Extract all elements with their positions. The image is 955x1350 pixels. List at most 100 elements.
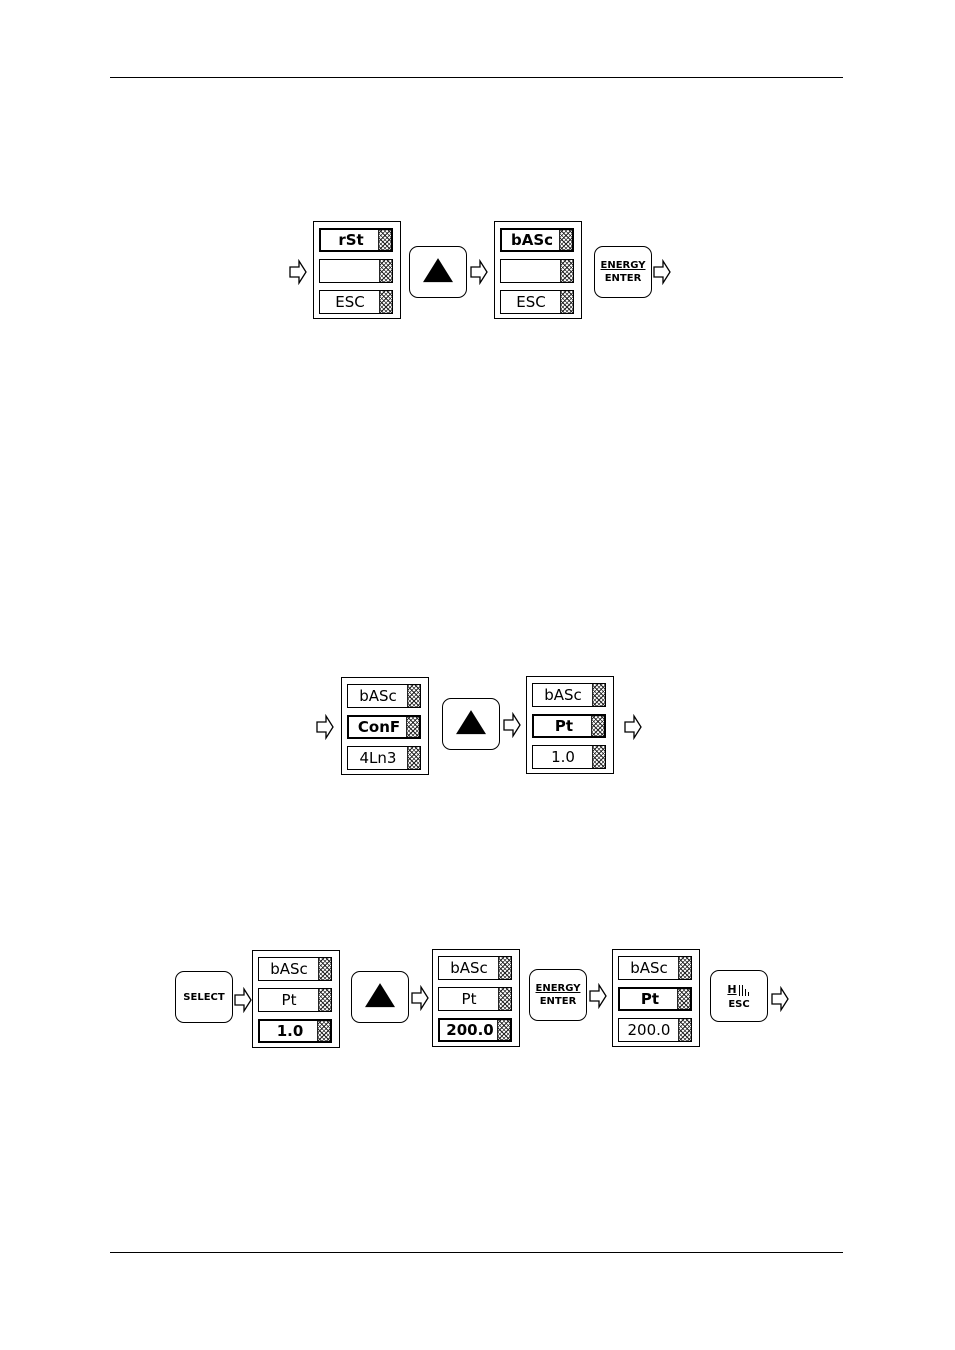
hatch-icon	[498, 957, 511, 979]
display-line-2: Pt	[438, 987, 512, 1011]
hatch-icon	[678, 957, 691, 979]
hatch-icon	[560, 291, 573, 313]
line-text: bASc	[619, 957, 679, 979]
line-text: rSt	[321, 230, 381, 250]
esc-glyph-letter: H	[727, 983, 736, 996]
line-text: ConF	[349, 717, 409, 737]
harmonics-icon: H	[711, 984, 767, 996]
display-line-2: Pt	[532, 714, 606, 738]
hatch-icon	[497, 1020, 510, 1040]
hatch-icon	[592, 684, 605, 706]
display-pt: bASc Pt 1.0	[526, 676, 614, 774]
line-text: 1.0	[260, 1021, 320, 1041]
button-label-bottom: ENTER	[595, 272, 651, 285]
line-text	[320, 260, 380, 282]
button-label-bottom: ENTER	[530, 995, 586, 1008]
arrow-icon	[503, 712, 521, 738]
footer-rule	[110, 1252, 843, 1253]
display-line-3: ESC	[319, 290, 393, 314]
display-basc: bASc ESC	[494, 221, 582, 319]
arrow-icon	[316, 714, 334, 740]
display-pt-2: bASc Pt 200.0	[432, 949, 520, 1047]
display-line-1: rSt	[319, 228, 393, 252]
display-line-2: Pt	[618, 987, 692, 1011]
line-text: bASc	[439, 957, 499, 979]
display-line-1: bASc	[258, 957, 332, 981]
esc-button[interactable]: H ESC	[710, 970, 768, 1022]
arrow-icon	[589, 983, 607, 1009]
line-text: bASc	[259, 958, 319, 980]
hatch-icon	[560, 260, 573, 282]
display-line-1: bASc	[347, 684, 421, 708]
hatch-icon	[317, 1021, 330, 1041]
arrow-icon	[411, 985, 429, 1011]
select-button[interactable]: SELECT	[175, 971, 233, 1023]
line-text: Pt	[534, 716, 594, 736]
line-text: 200.0	[440, 1020, 500, 1040]
line-text	[501, 260, 561, 282]
button-label: ESC	[711, 999, 767, 1010]
display-line-3: ESC	[500, 290, 574, 314]
arrow-icon	[653, 259, 671, 285]
display-line-3: 1.0	[258, 1019, 332, 1043]
sequence-config: bASc ConF 4Ln3 bASc Pt 1.0	[316, 676, 646, 786]
hatch-icon	[407, 747, 420, 769]
arrow-icon	[234, 987, 252, 1013]
up-triangle-icon	[423, 258, 453, 282]
line-text: 200.0	[619, 1019, 679, 1041]
line-text: bASc	[502, 230, 562, 250]
arrow-icon	[624, 714, 642, 740]
up-triangle-icon	[365, 983, 395, 1007]
hatch-icon	[559, 230, 572, 250]
display-line-1: bASc	[532, 683, 606, 707]
hatch-icon	[318, 989, 331, 1011]
line-text: 4Ln3	[348, 747, 408, 769]
hatch-icon	[318, 958, 331, 980]
display-conf: bASc ConF 4Ln3	[341, 677, 429, 775]
hatch-icon	[498, 988, 511, 1010]
line-text: 1.0	[533, 746, 593, 768]
display-line-1: bASc	[500, 228, 574, 252]
hatch-icon	[677, 989, 690, 1009]
header-rule	[110, 77, 843, 78]
arrow-icon	[470, 259, 488, 285]
display-line-2	[500, 259, 574, 283]
display-line-2: ConF	[347, 715, 421, 739]
hatch-icon	[379, 291, 392, 313]
line-text: Pt	[259, 989, 319, 1011]
hatch-icon	[591, 716, 604, 736]
arrow-icon	[289, 259, 307, 285]
button-label-top: ENERGY	[530, 982, 586, 995]
display-pt-1: bASc Pt 1.0	[252, 950, 340, 1048]
line-text: Pt	[620, 989, 680, 1009]
up-triangle-icon	[456, 710, 486, 734]
display-line-3: 200.0	[618, 1018, 692, 1042]
button-label: SELECT	[176, 972, 232, 1022]
hatch-icon	[407, 685, 420, 707]
arrow-icon	[771, 986, 789, 1012]
line-text: ESC	[501, 291, 561, 313]
up-button[interactable]	[351, 971, 409, 1023]
hatch-icon	[592, 746, 605, 768]
hatch-icon	[406, 717, 419, 737]
display-pt-3: bASc Pt 200.0	[612, 949, 700, 1047]
line-text: ESC	[320, 291, 380, 313]
button-label-top: ENERGY	[595, 259, 651, 272]
display-line-2	[319, 259, 393, 283]
line-text: bASc	[348, 685, 408, 707]
display-line-3: 200.0	[438, 1018, 512, 1042]
up-button[interactable]	[409, 246, 467, 298]
display-line-1: bASc	[618, 956, 692, 980]
hatch-icon	[378, 230, 391, 250]
display-rst: rSt ESC	[313, 221, 401, 319]
display-line-3: 1.0	[532, 745, 606, 769]
line-text: bASc	[533, 684, 593, 706]
line-text: Pt	[439, 988, 499, 1010]
hatch-icon	[379, 260, 392, 282]
display-line-3: 4Ln3	[347, 746, 421, 770]
up-button[interactable]	[442, 698, 500, 750]
